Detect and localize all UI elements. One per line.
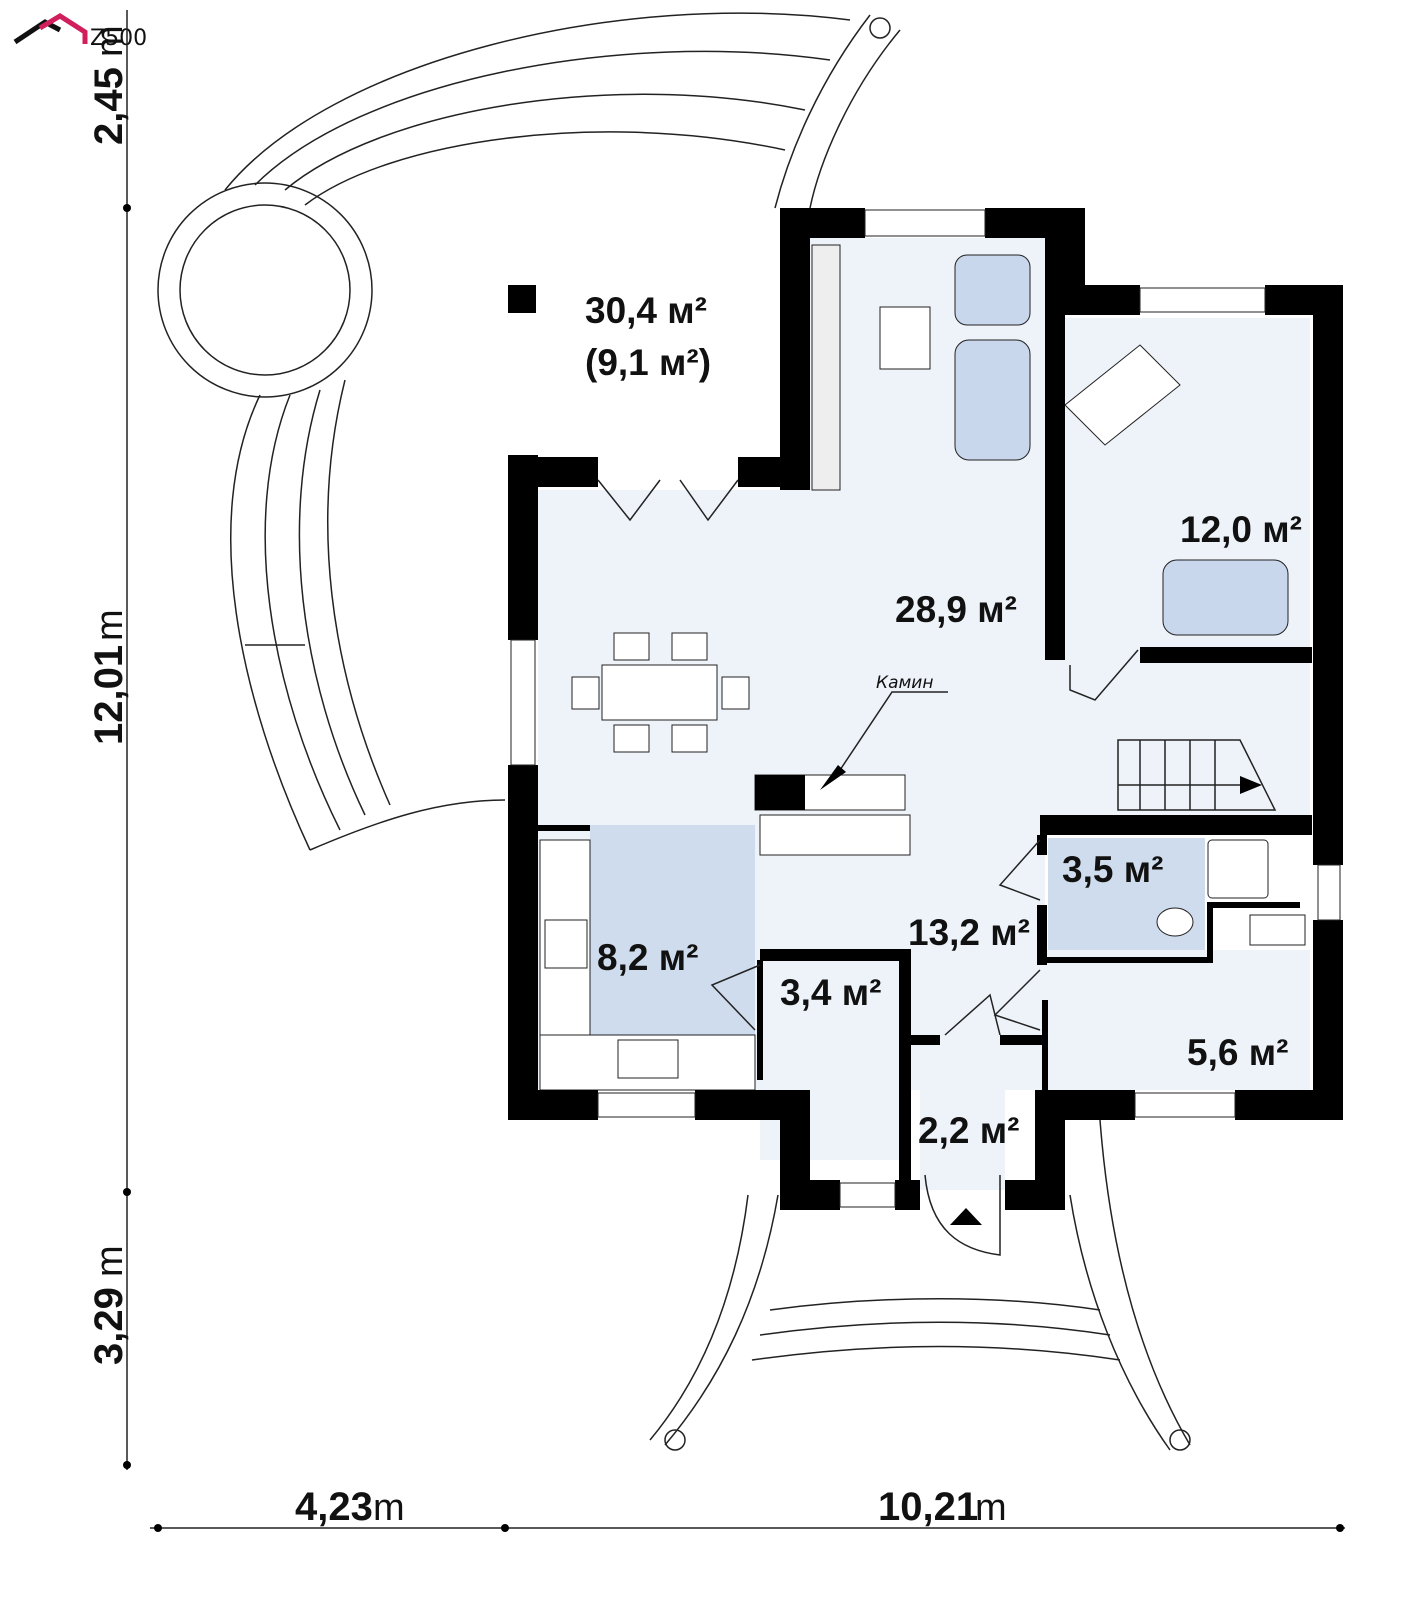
interior-walls xyxy=(520,647,1312,1195)
dimension-vertical: 2,45 m 12,01 m 3,29 m xyxy=(87,10,131,1470)
fireplace-annotation: Камин xyxy=(820,673,948,790)
bathroom-area: 3,5 м² xyxy=(1062,849,1163,890)
dimension-horizontal: 4,23 m 10,21 m xyxy=(150,1485,1345,1532)
walls xyxy=(508,208,1343,1210)
kitchen-floor xyxy=(590,825,755,1035)
kitchen-area: 8,2 м² xyxy=(597,937,698,978)
entrance-arrow-icon xyxy=(950,1208,982,1225)
doors xyxy=(597,479,1139,1256)
dim-unit: m xyxy=(89,1245,131,1277)
dim-unit: m xyxy=(89,609,131,641)
room-labels: 30,4 м² (9,1 м²) 28,9 м² 12,0 м² 8,2 м² … xyxy=(585,290,1302,1151)
dim-terrace-depth: 2,45 xyxy=(87,67,131,145)
porch-outline xyxy=(649,1119,1191,1451)
utility-room-area: 5,6 м² xyxy=(1187,1032,1288,1073)
hall-area: 13,2 м² xyxy=(908,912,1030,953)
stair-arrow-icon xyxy=(1240,776,1262,794)
living-room-area: 28,9 м² xyxy=(895,589,1017,630)
dim-house-width: 10,21 xyxy=(878,1485,978,1529)
dim-unit: m xyxy=(975,1487,1007,1529)
furniture xyxy=(508,244,1306,1079)
office-area: 12,0 м² xyxy=(1180,509,1302,550)
pantry-area: 3,4 м² xyxy=(780,972,881,1013)
terrace-area: 30,4 м² xyxy=(585,290,707,331)
vestibule-area: 2,2 м² xyxy=(918,1110,1019,1151)
windows xyxy=(510,209,1341,1208)
dim-terrace-width: 4,23 xyxy=(295,1485,373,1529)
dim-house-depth: 12,01 xyxy=(87,645,131,745)
dim-porch-depth: 3,29 xyxy=(87,1287,131,1365)
fireplace-label: Камин xyxy=(876,673,933,693)
logo: Z500 xyxy=(13,13,147,51)
terrace-outline xyxy=(157,12,901,851)
dim-unit: m xyxy=(89,25,131,57)
logo-text: Z500 xyxy=(90,26,147,51)
terrace-covered-area: (9,1 м²) xyxy=(585,342,711,383)
dim-unit: m xyxy=(373,1487,405,1529)
